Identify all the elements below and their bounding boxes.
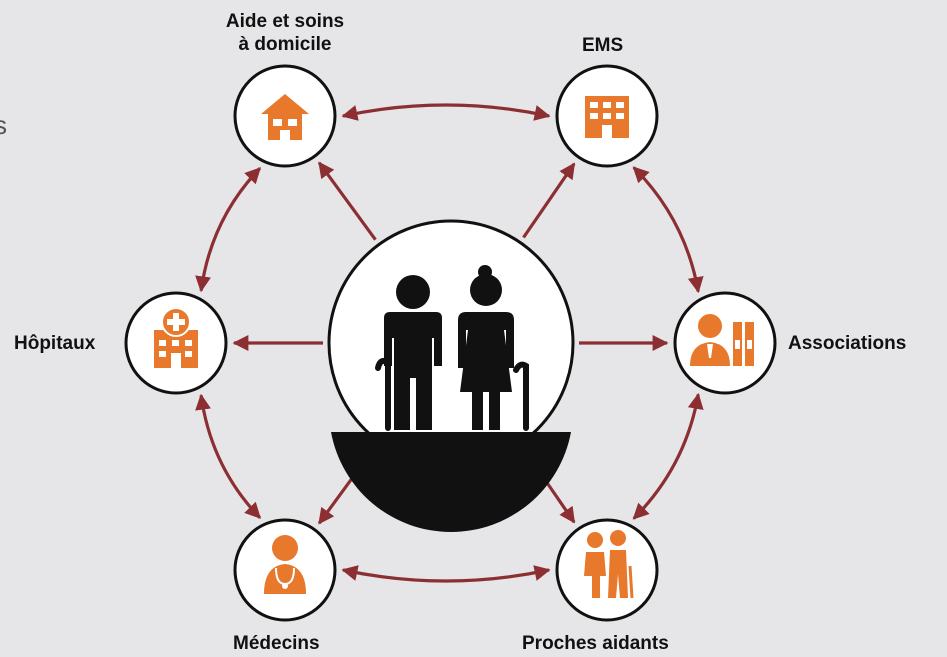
label-associations: Associations bbox=[788, 333, 907, 354]
node-ems bbox=[555, 64, 659, 168]
arrow-center-aide bbox=[317, 161, 377, 241]
stray-glyph: s bbox=[0, 110, 7, 140]
elderly-couple-icon bbox=[331, 265, 571, 532]
label-medecins: Médecins bbox=[233, 633, 320, 654]
label-ems: EMS bbox=[582, 35, 624, 56]
arrow-hopitaux-medecins bbox=[195, 393, 262, 519]
arrow-center-ems bbox=[522, 162, 576, 239]
node-hopitaux bbox=[124, 291, 228, 395]
node-associations bbox=[673, 291, 777, 395]
building-icon bbox=[585, 96, 629, 138]
caregiver-icon bbox=[584, 530, 634, 599]
arrow-aide-ems bbox=[341, 103, 551, 121]
label-aide-soins: Aide et soins à domicile bbox=[225, 11, 345, 55]
doctor-icon bbox=[264, 535, 306, 594]
node-aide bbox=[233, 64, 337, 168]
arrow-ems-associations bbox=[632, 166, 704, 294]
arrows-layer bbox=[195, 103, 704, 583]
arrow-associations-proches bbox=[632, 392, 704, 520]
node-medecins bbox=[233, 518, 337, 622]
arrow-medecins-proches bbox=[341, 565, 551, 583]
office-worker-icon bbox=[690, 314, 754, 366]
label-hopitaux: Hôpitaux bbox=[14, 333, 96, 354]
hospital-icon bbox=[154, 307, 198, 368]
node-proches bbox=[555, 518, 659, 622]
arrow-aide-hopitaux bbox=[195, 167, 262, 293]
house-icon bbox=[261, 94, 309, 140]
label-proches-aidants: Proches aidants bbox=[522, 633, 669, 654]
center-node bbox=[327, 219, 575, 532]
